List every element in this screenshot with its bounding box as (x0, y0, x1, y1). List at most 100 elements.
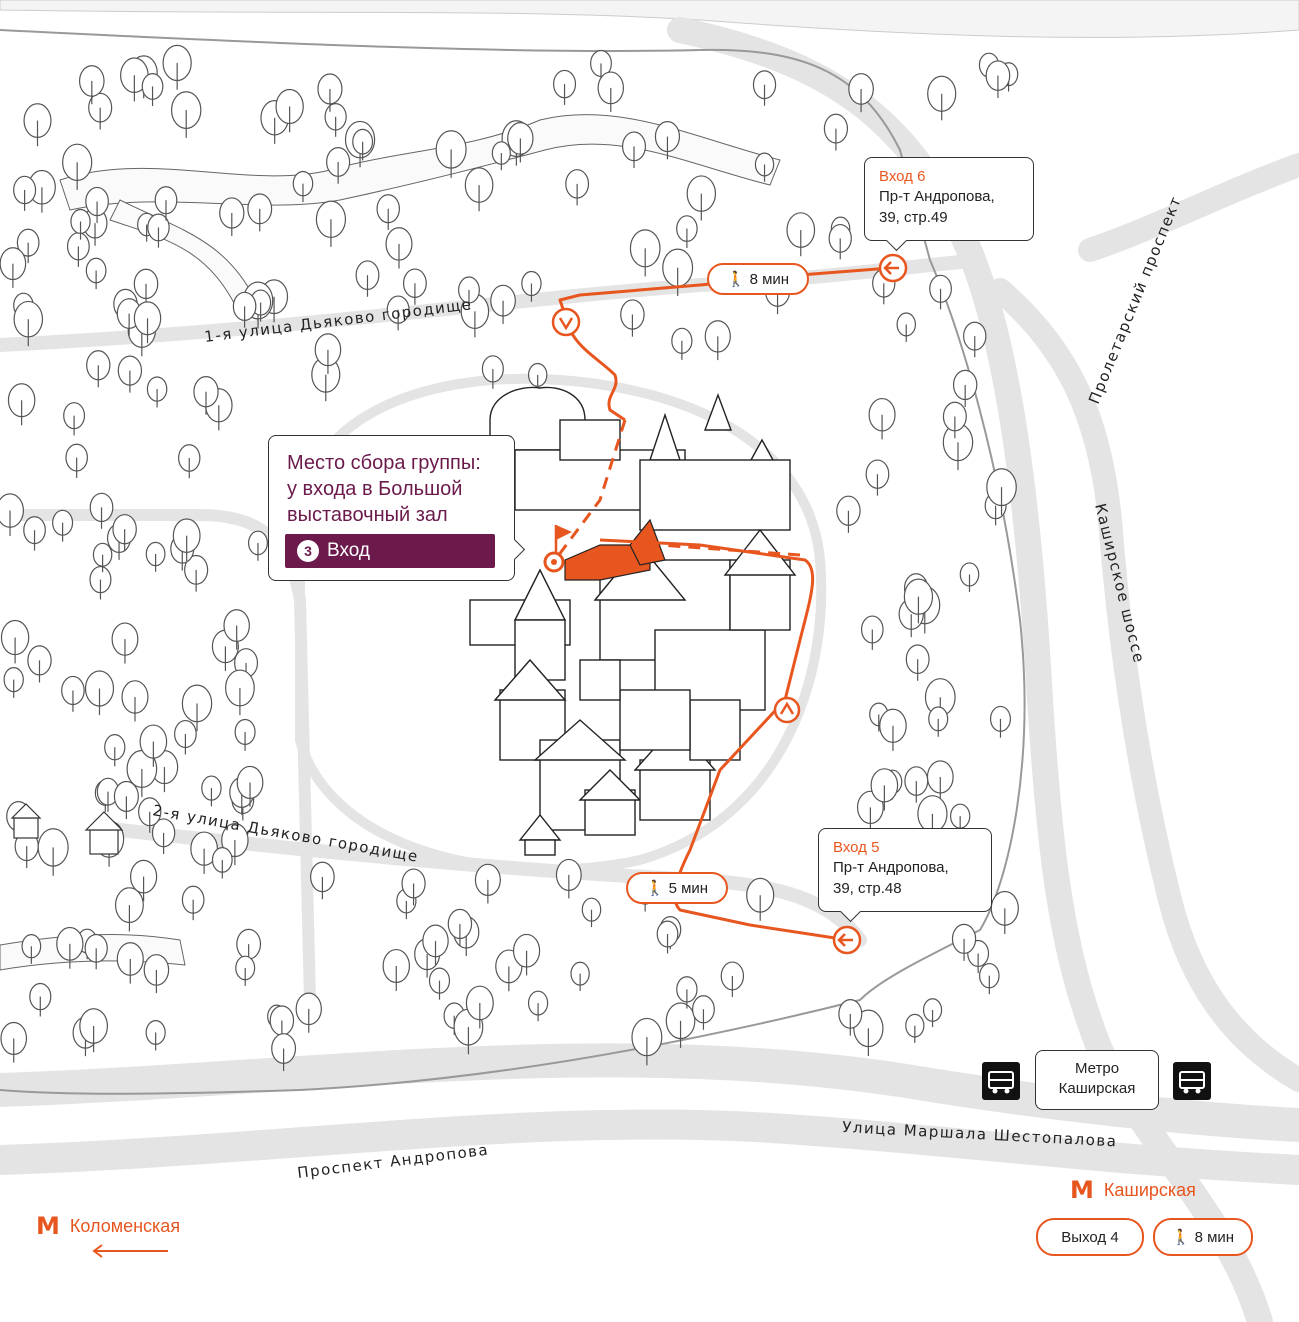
tree-icon (692, 995, 715, 1030)
tree-icon (570, 961, 590, 991)
tree-icon (162, 44, 192, 90)
tree-icon (236, 765, 264, 807)
tree-icon (114, 887, 144, 932)
tree-icon (154, 186, 178, 221)
tree-icon (823, 113, 849, 151)
tree-icon (184, 554, 209, 592)
tree-icon (111, 622, 139, 664)
tree-icon (521, 270, 542, 302)
tree-icon (828, 223, 852, 260)
meeting-line1: Место сбора группы: (287, 452, 481, 474)
tree-icon (247, 530, 268, 561)
tree-icon (324, 102, 347, 137)
tree-icon (904, 766, 929, 803)
tree-icon (85, 186, 109, 223)
tree-icon (905, 644, 930, 681)
tree-icon (752, 70, 777, 106)
tree-icon (61, 675, 85, 712)
tree-icon (435, 130, 467, 178)
tree-icon (221, 823, 249, 866)
tree-icon (620, 299, 645, 337)
tree-icon (112, 514, 137, 552)
tree-icon (676, 215, 698, 248)
tree-icon (720, 961, 745, 998)
tree-icon (512, 933, 541, 976)
tree-icon (922, 998, 943, 1028)
tree-icon (224, 669, 255, 716)
tree-icon (138, 797, 162, 833)
river (0, 0, 1299, 38)
tree-icon (29, 982, 52, 1017)
tree-icon (310, 861, 335, 900)
tree-icon (181, 885, 205, 921)
tree-icon (147, 213, 170, 248)
tree-icon (79, 1008, 109, 1053)
tree-icon (271, 1033, 297, 1072)
walking-person-icon: 🚶 (1171, 1229, 1191, 1246)
meeting-line2: у входа в Большой (287, 478, 463, 500)
park-fence (0, 29, 1026, 1095)
tree-icon (235, 955, 256, 986)
bus-icon (1173, 1062, 1211, 1100)
tree-icon (96, 777, 120, 812)
tree-icon (113, 780, 139, 820)
tree-icon (193, 376, 219, 415)
tree-icon (465, 985, 494, 1029)
tree-icon (848, 73, 874, 113)
tree-icon (211, 847, 233, 879)
tree-icon (952, 369, 978, 408)
walk-time-metro: 🚶 8 мин (1153, 1218, 1253, 1256)
tree-icon (219, 197, 245, 236)
metro-kashirskaya-label: Каширская (1103, 1179, 1196, 1200)
walking-person-icon: 🚶 (645, 880, 665, 897)
tree-icon (84, 933, 108, 970)
roads (0, 17, 1299, 1322)
metro-kolomenskaya: М Коломенская (36, 1212, 180, 1240)
tree-icon (990, 890, 1019, 935)
tree-icon (879, 708, 907, 751)
tree-icon (0, 247, 27, 288)
tree-icon (247, 193, 273, 232)
tree-icon (143, 954, 170, 994)
tree-icon (89, 492, 114, 529)
tree-icon (0, 619, 30, 664)
tree-icon (447, 908, 473, 947)
tree-icon (422, 924, 449, 965)
tree-icon (989, 705, 1012, 738)
tree-icon (382, 948, 411, 991)
tree-icon (232, 291, 257, 328)
kremlin-buildings (469, 386, 797, 856)
tree-icon (37, 828, 69, 876)
tree-icon (376, 194, 400, 230)
tree-icon (85, 257, 107, 290)
entry-label: Вход (327, 540, 370, 561)
tree-icon (860, 615, 884, 650)
tree-icon (474, 863, 501, 904)
tree-icon (686, 175, 717, 221)
tree-icon (133, 268, 159, 307)
tree-icon (621, 131, 647, 169)
tree-icon (0, 493, 24, 536)
tree-icon (746, 877, 775, 921)
tree-icon (145, 541, 166, 572)
tree-icon (458, 276, 480, 310)
tree-icon (116, 942, 144, 984)
entrance6-address-line2: 39, стр.49 (879, 209, 948, 226)
walk-time-entrance6-label: 8 мин (749, 270, 790, 288)
tree-icon (401, 868, 426, 906)
tree-icon (963, 321, 987, 358)
tree-icon (92, 542, 113, 573)
tree-icon (868, 397, 896, 440)
tree-icon (178, 444, 201, 479)
tree-icon (597, 71, 625, 112)
tree-icon (174, 719, 197, 755)
tree-icon (555, 858, 582, 899)
entrance5-callout: Вход 5 Пр-т Андропова, 39, стр.48 (818, 828, 992, 923)
tree-icon (386, 295, 410, 331)
tree-icon (223, 609, 250, 650)
tree-icon (979, 962, 1000, 995)
tree-icon (942, 401, 967, 439)
tree-icon (402, 268, 427, 305)
tree-icon (654, 120, 681, 160)
tree-icon (275, 88, 304, 133)
